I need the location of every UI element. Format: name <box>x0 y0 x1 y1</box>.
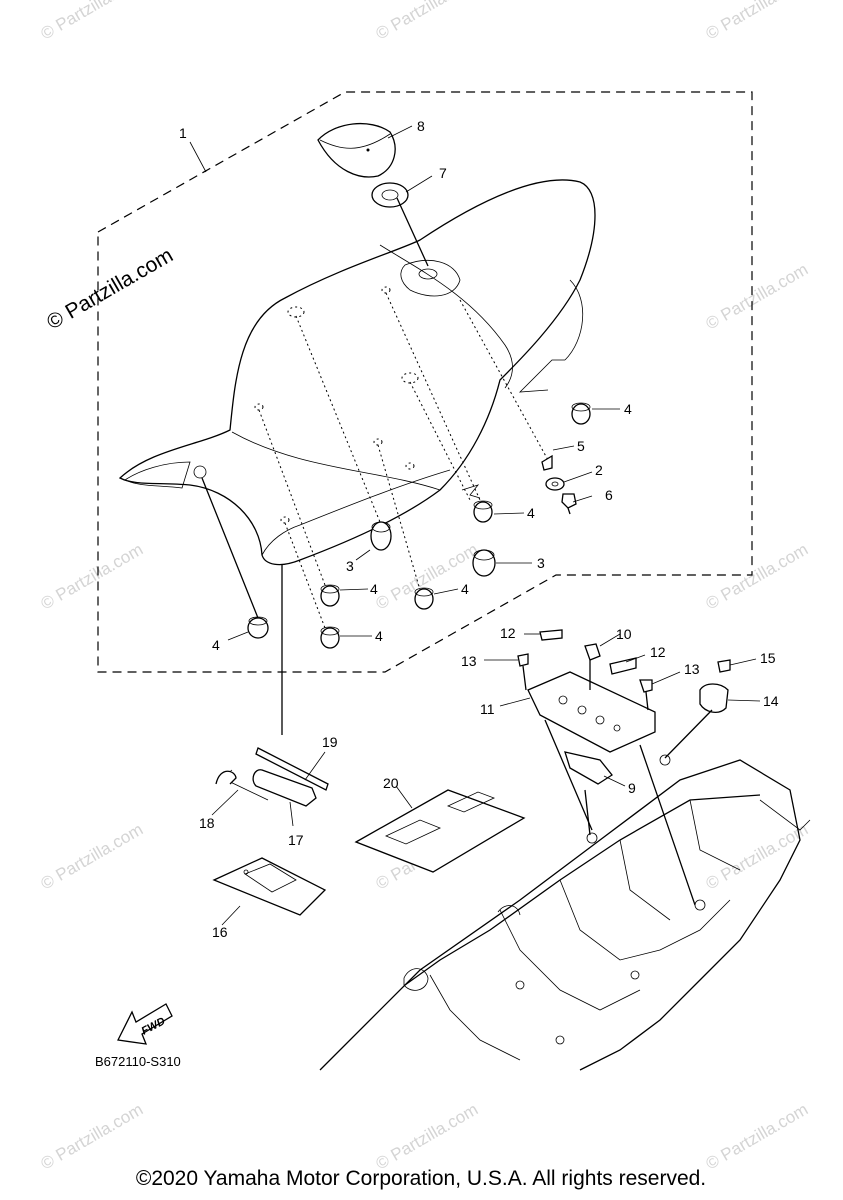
watermark: © Partzilla.com <box>703 820 812 894</box>
tool-kit <box>215 747 329 807</box>
callout-12: 12 <box>650 644 666 660</box>
watermark: © Partzilla.com <box>703 0 812 43</box>
tool-bag <box>212 857 327 916</box>
frame <box>319 754 811 1071</box>
callout-4: 4 <box>375 628 383 644</box>
watermark: © Partzilla.com <box>38 1100 147 1174</box>
fwd-arrow: FWD <box>117 1003 173 1045</box>
callout-8: 8 <box>417 118 425 134</box>
callout-4: 4 <box>370 581 378 597</box>
callout-4: 4 <box>624 401 632 417</box>
callout-20: 20 <box>383 775 399 791</box>
dampers <box>247 402 591 649</box>
callout-13: 13 <box>684 661 700 677</box>
mounting-lines <box>201 286 549 735</box>
callout-1: 1 <box>179 125 187 141</box>
callout-13: 13 <box>461 653 477 669</box>
callout-7: 7 <box>439 165 447 181</box>
callout-4: 4 <box>461 581 469 597</box>
callout-17: 17 <box>288 832 304 848</box>
watermark: © Partzilla.com <box>703 260 812 334</box>
callout-4: 4 <box>527 505 535 521</box>
watermark: © Partzilla.com <box>38 0 147 43</box>
watermark: © Partzilla.com <box>38 540 147 614</box>
manual-bag <box>354 789 526 873</box>
leader-lines <box>189 125 761 926</box>
watermark-grid: © Partzilla.com © Partzilla.com © Partzi… <box>38 0 812 1173</box>
seat <box>118 179 596 566</box>
seat-assembly-boundary <box>97 91 753 673</box>
seat-bracket <box>517 629 731 906</box>
jog-line <box>461 484 481 499</box>
callout-18: 18 <box>199 815 215 831</box>
callout-11: 11 <box>480 701 495 717</box>
watermark-main: © Partzilla.com <box>43 244 177 335</box>
callout-5: 5 <box>577 438 585 454</box>
callout-19: 19 <box>322 734 338 750</box>
callout-6: 6 <box>605 487 613 503</box>
watermark: © Partzilla.com <box>38 820 147 894</box>
seat-cover-part <box>317 122 396 178</box>
callout-12: 12 <box>500 625 516 641</box>
callout-9: 9 <box>628 780 636 796</box>
callout-16: 16 <box>212 924 228 940</box>
watermark: © Partzilla.com <box>703 540 812 614</box>
watermark: © Partzilla.com <box>373 0 482 43</box>
callout-3: 3 <box>346 558 354 574</box>
callout-4: 4 <box>212 637 220 653</box>
small-fasteners <box>541 454 577 515</box>
callout-2: 2 <box>595 462 603 478</box>
callout-14: 14 <box>763 693 779 709</box>
jog-line <box>518 359 565 393</box>
callouts: 1 2 3 3 4 4 4 4 4 4 5 6 7 8 9 10 11 12 1… <box>179 118 779 940</box>
callout-15: 15 <box>760 650 776 666</box>
callout-10: 10 <box>616 626 632 642</box>
watermark: © Partzilla.com <box>703 1100 812 1174</box>
watermark: © Partzilla.com <box>373 1100 482 1174</box>
copyright-notice: ©2020 Yamaha Motor Corporation, U.S.A. A… <box>136 1167 706 1190</box>
grommet-part <box>371 182 429 267</box>
diagram-code: B672110-S310 <box>95 1054 181 1069</box>
callout-3: 3 <box>537 555 545 571</box>
